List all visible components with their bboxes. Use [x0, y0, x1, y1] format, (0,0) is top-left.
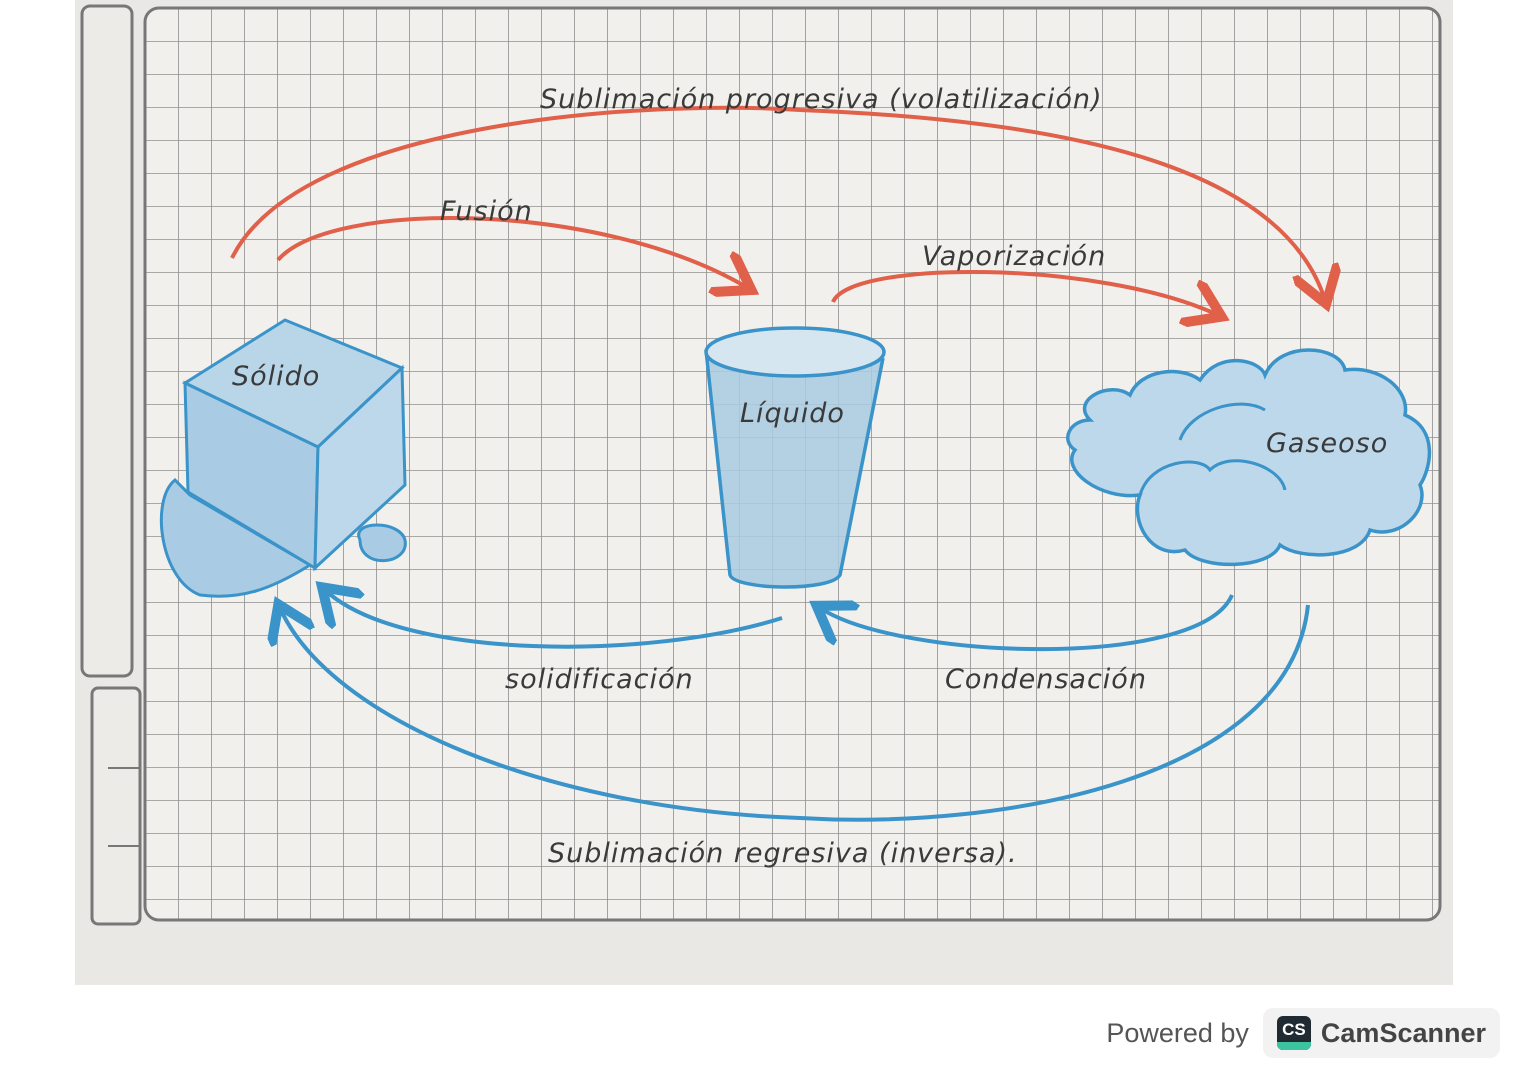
- label-condensation: Condensación: [945, 664, 1147, 695]
- camscanner-watermark: Powered by CS CamScanner: [1106, 1008, 1500, 1058]
- label-fusion: Fusión: [440, 196, 533, 227]
- label-gas: Gaseoso: [1266, 428, 1388, 459]
- phase-change-diagram: Sublimación progresiva (volatilización) …: [80, 4, 1442, 926]
- brand-name: CamScanner: [1320, 1017, 1486, 1048]
- camscanner-logo-icon: CS: [1276, 1016, 1311, 1050]
- condensation-arrow: [820, 594, 1234, 652]
- label-liquid: Líquido: [740, 398, 845, 429]
- label-sublimation-progressive: Sublimación progresiva (volatilización): [540, 84, 1102, 115]
- fusion-arrow: [276, 216, 748, 288]
- label-solidification: solidificación: [505, 664, 694, 695]
- liquid-glass-icon: [704, 326, 886, 589]
- sublimation-regressive-arrow: [280, 605, 1310, 822]
- label-sublimation-regressive: Sublimación regresiva (inversa).: [548, 838, 1018, 869]
- margin-strip: [80, 4, 134, 678]
- solid-cube-icon: [159, 318, 407, 598]
- vaporization-arrow: [831, 269, 1218, 315]
- label-vaporization: Vaporización: [922, 241, 1106, 272]
- powered-by-text: Powered by: [1106, 1017, 1249, 1048]
- gas-cloud-icon: [1066, 348, 1432, 567]
- margin-strip: [90, 686, 142, 926]
- solidification-arrow: [325, 590, 783, 649]
- camscanner-badge: CS CamScanner: [1262, 1008, 1500, 1058]
- label-solid: Sólido: [232, 361, 320, 392]
- scanned-photo: Sublimación progresiva (volatilización) …: [75, 0, 1453, 985]
- sublimation-progressive-arrow: [230, 105, 1325, 300]
